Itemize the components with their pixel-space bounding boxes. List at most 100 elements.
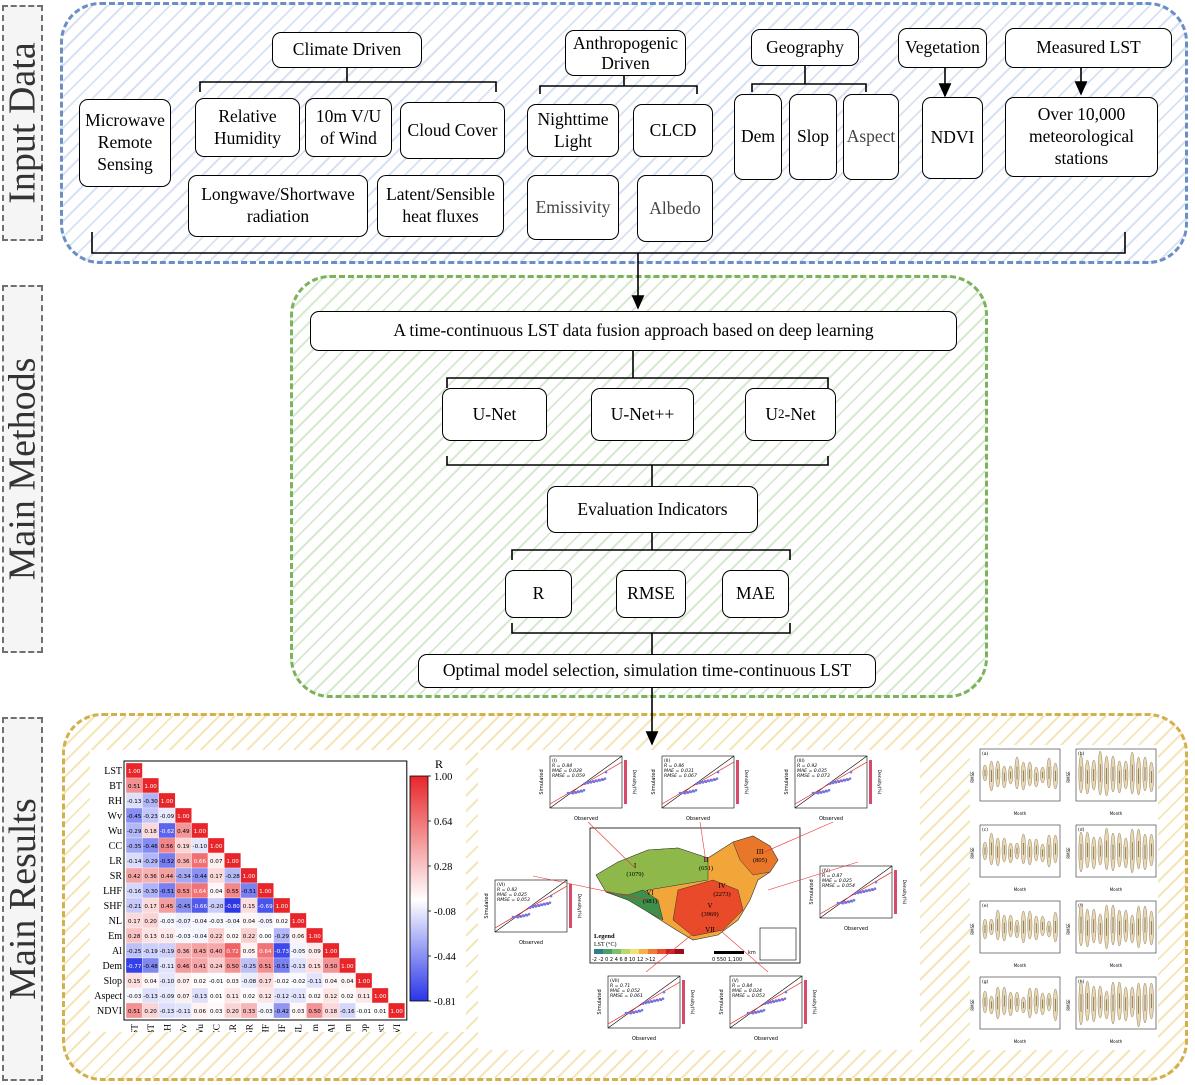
map-legend-swatch <box>666 949 675 954</box>
scatter-point <box>601 778 605 782</box>
clcd-box: CLCD <box>633 104 713 157</box>
stations-box: Over 10,000 meteorological stations <box>1005 97 1158 177</box>
heatmap-cell-value: 0.46 <box>177 964 190 970</box>
monthly-rmse-violins: (a)RMSEMonth(b)RMSEMonth(c)RMSEMonth(d)R… <box>970 745 1158 1045</box>
heatmap-cell-value: 0.66 <box>194 859 207 865</box>
scatter-point <box>598 779 602 782</box>
scatter-point <box>778 999 782 1002</box>
heatmap-cell-value: 1.00 <box>358 979 371 985</box>
map-legend-ticks: -2 -2 0 2 4 6 8 10 12 >12 <box>592 957 655 963</box>
scatter-point <box>859 891 863 894</box>
heatmap-cell-value: -0.21 <box>127 904 142 910</box>
heatmap-cell-value: 1.00 <box>194 829 207 835</box>
colorbar-tick-label: -0.08 <box>434 907 456 918</box>
scatter-point <box>837 902 841 905</box>
scatter-rmse: RMSE = 0.073 <box>797 773 830 779</box>
region-count: (1079) <box>626 871 643 878</box>
scatter-point <box>757 1010 761 1014</box>
scatter-point <box>580 790 584 793</box>
heatmap-cell-value: -0.45 <box>176 904 191 910</box>
heatmap-col-label: Al <box>327 1024 337 1032</box>
scatter-density-label: Density(%) <box>576 894 582 919</box>
heatmap-cell-value: -0.25 <box>127 949 142 955</box>
scatter-point <box>656 999 660 1002</box>
heatmap-cell-value: 0.51 <box>128 1009 141 1015</box>
unet-box: U-Net <box>442 388 547 441</box>
heatmap-cell-value: -0.11 <box>307 979 322 985</box>
heatmap-cell-value: 0.02 <box>194 979 206 985</box>
scatter-plot-bg <box>483 876 583 946</box>
violin-x-label: Month <box>1014 963 1027 968</box>
heatmap-cell-value: 0.04 <box>341 979 354 985</box>
heatmap-cell-value: 0.06 <box>194 1009 207 1015</box>
heatmap-cell-value: -0.23 <box>143 814 158 820</box>
scatter-point <box>751 1011 755 1015</box>
heatmap-row-label: CC <box>109 841 123 852</box>
heatmap-col-label: Wu <box>196 1024 206 1032</box>
map-legend-swatch <box>612 949 621 954</box>
scatter-point <box>650 1000 654 1003</box>
microwave-box: Microwave Remote Sensing <box>79 99 171 187</box>
heatmap-cell-value: -0.16 <box>127 889 142 895</box>
evaluation-box: Evaluation Indicators <box>547 486 758 533</box>
heatmap-cell-value: 0.55 <box>226 889 239 895</box>
scatter-point <box>819 791 823 794</box>
scatter-r: R = 0.86 <box>664 763 684 769</box>
heatmap-cell-value: 0.11 <box>358 994 371 1000</box>
scatter-mae: MAE = 0.028 <box>552 768 582 774</box>
scatter-x-label: Observed <box>754 1036 778 1042</box>
colorbar-tick-label: 0.64 <box>434 817 453 828</box>
heatmap-cell-value: -0.01 <box>209 979 224 985</box>
scatter-mae: MAE = 0.025 <box>497 892 527 898</box>
violin-x-label: Month <box>1014 1039 1027 1044</box>
section-label-methods: Main Methods <box>2 285 44 653</box>
heatmap-cell-value: 1.00 <box>325 949 338 955</box>
heatmap-row-label: NL <box>109 916 122 927</box>
scatter-point <box>540 903 544 907</box>
scatter-point <box>683 791 687 795</box>
heatmap-cell-value: -0.46 <box>143 844 158 850</box>
heatmap-cell-value: 0.64 <box>259 949 272 955</box>
heatmap-col-label: BT <box>147 1024 157 1032</box>
scatter-id: (II) <box>664 758 671 764</box>
violin-panel-id: (d) <box>1078 827 1085 833</box>
heatmap-cell-value: 1.00 <box>308 934 321 940</box>
scatter-point <box>625 1012 629 1015</box>
lst-region-map: I(1079)II(651)III(805)IV(2273)V(3969)VI(… <box>483 752 908 1042</box>
heatmap-cell-value: -0.80 <box>225 904 240 910</box>
scatter-plot-axes <box>549 755 623 809</box>
violin-panel-id: (e) <box>982 903 989 909</box>
heatmap-cell-value: -0.05 <box>291 949 306 955</box>
heatmap-cell-value: 0.20 <box>226 1009 239 1015</box>
scatter-id: (I) <box>552 758 557 764</box>
heatmap-row-label: SR <box>110 871 123 882</box>
heatmap-cell-value: 0.02 <box>341 994 353 1000</box>
heatmap-col-label: CC <box>213 1024 223 1032</box>
scatter-point <box>783 997 787 1000</box>
scatter-connector <box>721 931 769 973</box>
heatmap-cell-value: -0.19 <box>160 949 175 955</box>
scatter-density-label: Density(%) <box>901 880 907 905</box>
scatter-density-label: Density(%) <box>876 770 882 795</box>
scatter-point <box>528 906 532 909</box>
heatmap-cell-value: -0.03 <box>160 919 175 925</box>
heatmap-cell-value: 1.00 <box>243 874 256 880</box>
scatter-density-label: Density(%) <box>689 990 695 1015</box>
scatter-point <box>679 792 683 795</box>
heatmap-cell-value: -0.13 <box>193 994 208 1000</box>
violin-panel-id: (g) <box>982 979 989 985</box>
scatter-point <box>582 788 586 792</box>
scatter-point <box>549 894 553 898</box>
scatter-point <box>710 779 714 782</box>
heatmap-cell-value: -0.10 <box>160 979 175 985</box>
violin-y-label: RMSE <box>1066 771 1071 783</box>
heatmap-cell-value: -0.34 <box>176 874 191 880</box>
scatter-y-label: Simulated <box>719 989 725 1014</box>
scatter-rmse: RMSE = 0.054 <box>822 883 855 889</box>
map-legend-title: Legend <box>594 933 615 940</box>
colorbar-tick-label: 0.28 <box>434 862 452 873</box>
violin-y-label: RMSE <box>1066 923 1071 935</box>
